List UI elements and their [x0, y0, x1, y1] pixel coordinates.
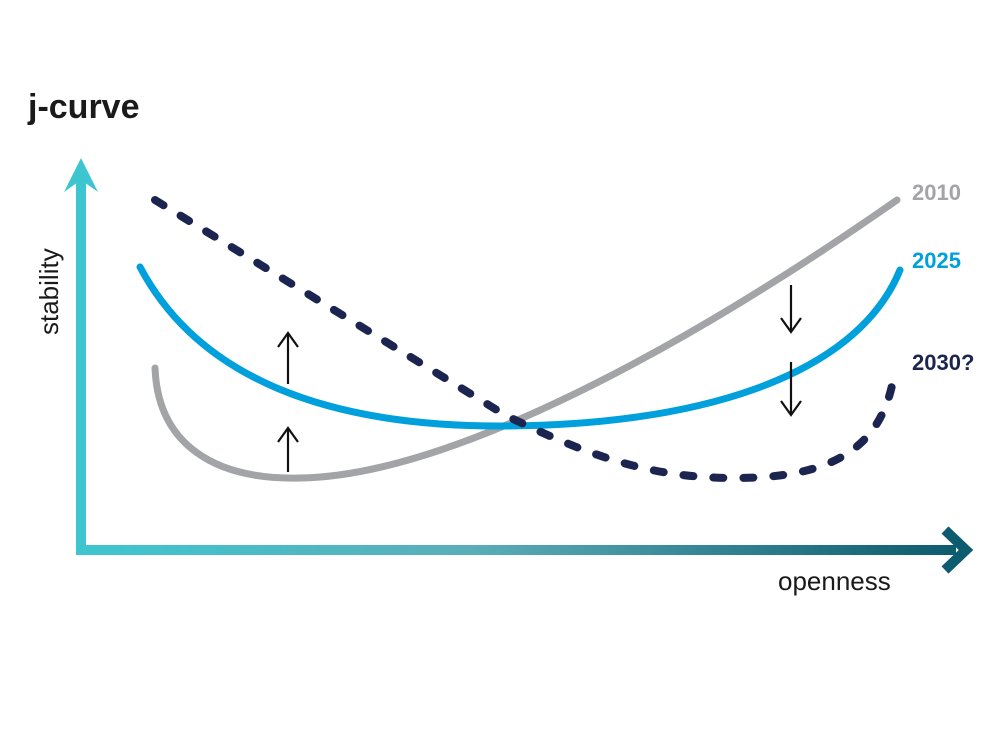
- up-arrow-icon: [277, 426, 299, 472]
- up-arrow-icon: [277, 331, 299, 384]
- label-2010: 2010: [912, 180, 961, 205]
- label-2025: 2025: [912, 248, 961, 273]
- y-axis-label: stability: [34, 248, 64, 335]
- down-arrow-icon: [780, 285, 802, 334]
- x-axis-arrowhead-icon: [941, 526, 974, 574]
- curve-2025: [136, 263, 904, 430]
- y-axis: [64, 158, 98, 552]
- down-arrow-icon: [780, 362, 802, 417]
- curve-2010: [151, 196, 901, 482]
- diagram-title: j-curve: [27, 88, 140, 126]
- x-axis-label: openness: [778, 566, 891, 596]
- curve-2030: [151, 196, 899, 483]
- label-2030: 2030?: [912, 350, 974, 375]
- y-axis-arrowhead-icon: [64, 158, 98, 192]
- x-axis: [76, 526, 974, 574]
